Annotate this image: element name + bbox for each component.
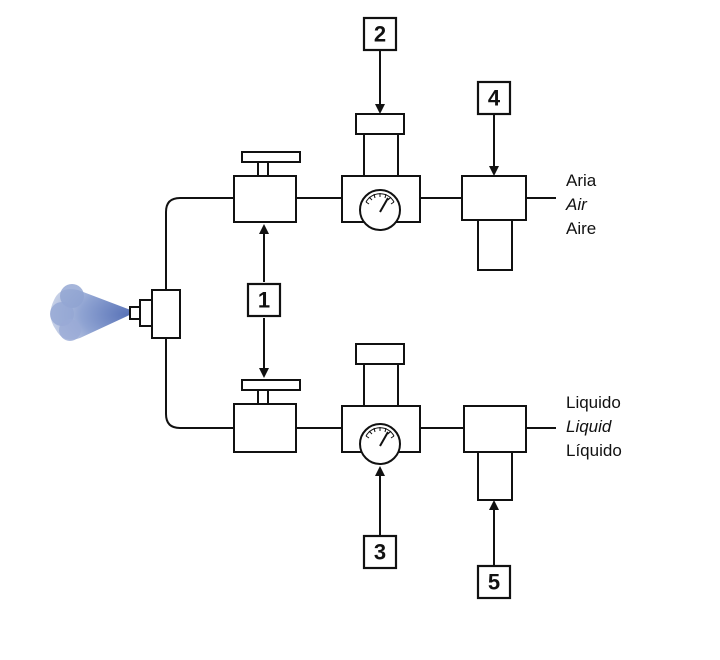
callout-2-label: 2 <box>374 22 386 47</box>
liquid-label-es: Líquido <box>566 441 622 460</box>
callout-4: 4 <box>476 80 512 176</box>
liquid-valve <box>233 379 301 453</box>
liquid-label-en: Liquid <box>566 417 612 436</box>
callout-2: 2 <box>362 16 398 114</box>
callout-5-label: 5 <box>488 570 500 595</box>
air-regulator <box>341 113 421 231</box>
callout-4-label: 4 <box>488 86 501 111</box>
air-filter <box>461 175 527 271</box>
air-valve <box>233 151 301 223</box>
liquid-line <box>165 338 556 429</box>
air-label-it: Aria <box>566 171 597 190</box>
air-label-group: Aria Air Aire <box>565 171 597 238</box>
spray-cloud <box>50 284 136 341</box>
air-label-es: Aire <box>566 219 596 238</box>
callout-3: 3 <box>362 466 398 570</box>
liquid-filter <box>463 405 527 501</box>
liquid-label-it: Liquido <box>566 393 621 412</box>
spray-gun <box>129 289 181 339</box>
liquid-regulator <box>341 343 421 465</box>
callout-1: 1 <box>246 224 282 378</box>
air-label-en: Air <box>565 195 588 214</box>
callout-3-label: 3 <box>374 540 386 565</box>
liquid-label-group: Liquido Liquid Líquido <box>566 393 622 460</box>
callout-1-label: 1 <box>258 288 270 313</box>
air-line <box>165 197 556 290</box>
air-pressure-gauge-icon <box>359 189 401 231</box>
callout-5: 5 <box>476 500 512 600</box>
liquid-pressure-gauge-icon <box>359 423 401 465</box>
